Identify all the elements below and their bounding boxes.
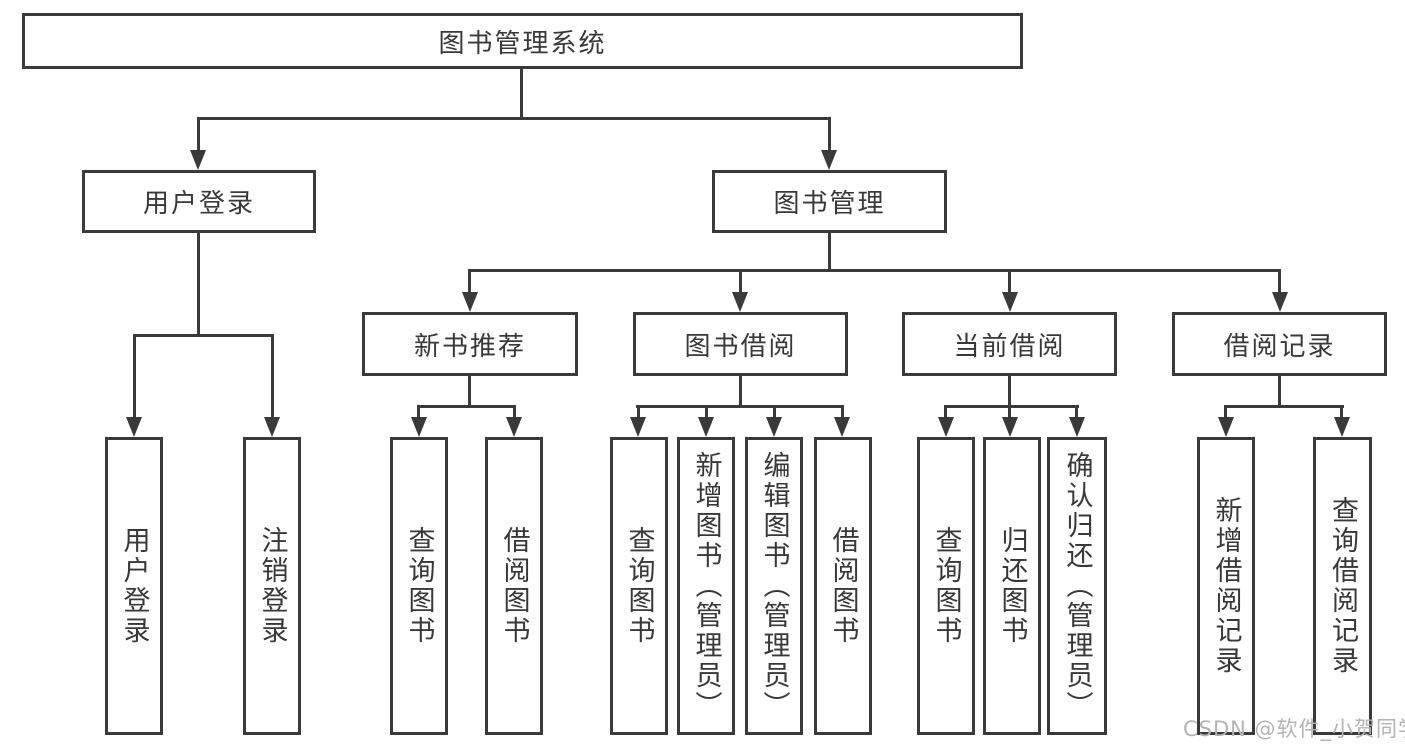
node-book-borrowing: 图书借阅 bbox=[633, 312, 848, 376]
leaf-label: 新增图书（管理员） bbox=[690, 451, 722, 721]
connector-line bbox=[197, 117, 831, 120]
leaf-query-borrow-record: 查询借阅记录 bbox=[1313, 437, 1372, 735]
arrow-down-icon bbox=[1069, 417, 1085, 437]
node-book-management: 图书管理 bbox=[712, 170, 947, 233]
arrow-down-icon bbox=[1218, 417, 1234, 437]
arrow-down-icon bbox=[766, 417, 782, 437]
arrow-down-icon bbox=[462, 292, 478, 312]
connector-line bbox=[841, 405, 844, 419]
connector-line bbox=[705, 405, 708, 419]
arrow-down-icon bbox=[1334, 417, 1350, 437]
leaf-label: 确认归还（管理员） bbox=[1061, 451, 1093, 721]
leaf-label: 借阅图书 bbox=[498, 526, 530, 646]
node-label: 新书推荐 bbox=[413, 331, 526, 362]
leaf-label: 用户登录 bbox=[118, 526, 150, 646]
connector-line bbox=[271, 334, 274, 419]
connector-line bbox=[773, 405, 776, 419]
leaf-return-book: 归还图书 bbox=[983, 437, 1041, 735]
arrow-down-icon bbox=[938, 417, 954, 437]
connector-line bbox=[1278, 376, 1281, 407]
leaf-query-books-borrowing: 查询图书 bbox=[610, 437, 668, 735]
leaf-add-borrow-record: 新增借阅记录 bbox=[1197, 437, 1255, 735]
node-new-book-recommendation: 新书推荐 bbox=[362, 312, 578, 376]
leaf-query-books-recommend: 查询图书 bbox=[390, 437, 448, 735]
arrow-down-icon bbox=[190, 150, 206, 170]
connector-line bbox=[739, 269, 742, 293]
connector-line bbox=[1008, 269, 1011, 293]
leaf-label: 编辑图书（管理员） bbox=[758, 451, 790, 721]
leaf-edit-book-admin: 编辑图书（管理员） bbox=[745, 437, 803, 735]
connector-line bbox=[739, 376, 742, 407]
arrow-down-icon bbox=[411, 417, 427, 437]
connector-line bbox=[944, 405, 1079, 408]
connector-line bbox=[513, 405, 516, 419]
node-label: 用户登录 bbox=[142, 189, 255, 219]
arrow-down-icon bbox=[698, 417, 714, 437]
arrow-down-icon bbox=[630, 417, 646, 437]
connector-line bbox=[133, 334, 136, 419]
node-label: 借阅记录 bbox=[1223, 331, 1336, 362]
leaf-label: 查询图书 bbox=[623, 526, 655, 646]
connector-line bbox=[417, 405, 516, 408]
leaf-label: 归还图书 bbox=[996, 526, 1028, 646]
connector-line bbox=[1340, 405, 1343, 419]
leaf-confirm-return-admin: 确认归还（管理员） bbox=[1047, 437, 1107, 735]
leaf-label: 查询图书 bbox=[930, 526, 962, 646]
connector-line bbox=[1008, 376, 1011, 407]
connector-line bbox=[637, 405, 640, 419]
connector-line bbox=[1224, 405, 1344, 408]
leaf-logout-login: 注销登录 bbox=[243, 437, 301, 735]
arrow-down-icon bbox=[506, 417, 522, 437]
leaf-borrow-books-borrowing: 借阅图书 bbox=[814, 437, 872, 735]
node-label: 当前借阅 bbox=[953, 331, 1066, 362]
connector-line bbox=[417, 405, 420, 419]
connector-line bbox=[828, 232, 831, 271]
node-user-login: 用户登录 bbox=[82, 170, 316, 233]
leaf-add-book-admin: 新增图书（管理员） bbox=[677, 437, 735, 735]
leaf-label: 查询图书 bbox=[403, 526, 435, 646]
leaf-label: 借阅图书 bbox=[827, 526, 859, 646]
arrow-down-icon bbox=[821, 150, 837, 170]
node-label: 图书管理系统 bbox=[438, 28, 607, 59]
connector-line bbox=[469, 269, 1281, 272]
connector-line bbox=[944, 405, 947, 419]
connector-line bbox=[1224, 405, 1227, 419]
arrow-down-icon bbox=[1002, 292, 1018, 312]
leaf-borrow-books-recommend: 借阅图书 bbox=[485, 437, 543, 735]
leaf-label: 新增借阅记录 bbox=[1210, 496, 1242, 676]
connector-line bbox=[197, 117, 200, 152]
leaf-label: 注销登录 bbox=[256, 526, 288, 646]
node-label: 图书借阅 bbox=[684, 331, 797, 362]
connector-line bbox=[468, 269, 471, 293]
connector-line bbox=[1278, 269, 1281, 293]
leaf-label: 查询借阅记录 bbox=[1327, 496, 1358, 676]
connector-line bbox=[636, 405, 843, 408]
arrow-down-icon bbox=[264, 417, 280, 437]
connector-line bbox=[133, 334, 273, 337]
connector-line bbox=[1075, 405, 1078, 419]
node-current-borrowing: 当前借阅 bbox=[902, 312, 1117, 376]
connector-line bbox=[520, 68, 523, 118]
watermark: CSDN @软件_小贺同学 bbox=[1183, 717, 1405, 741]
connector-line bbox=[1008, 405, 1011, 419]
node-borrowing-records: 借阅记录 bbox=[1172, 312, 1387, 376]
node-label: 图书管理 bbox=[773, 189, 886, 219]
arrow-down-icon bbox=[1002, 417, 1018, 437]
arrow-down-icon bbox=[834, 417, 850, 437]
connector-line bbox=[828, 117, 831, 152]
connector-line bbox=[468, 376, 471, 407]
arrow-down-icon bbox=[1272, 292, 1288, 312]
leaf-query-books-current: 查询图书 bbox=[917, 437, 975, 735]
node-library-management-system: 图书管理系统 bbox=[22, 13, 1023, 69]
connector-line bbox=[197, 233, 200, 336]
arrow-down-icon bbox=[732, 292, 748, 312]
leaf-user-login: 用户登录 bbox=[105, 437, 163, 735]
arrow-down-icon bbox=[126, 417, 142, 437]
